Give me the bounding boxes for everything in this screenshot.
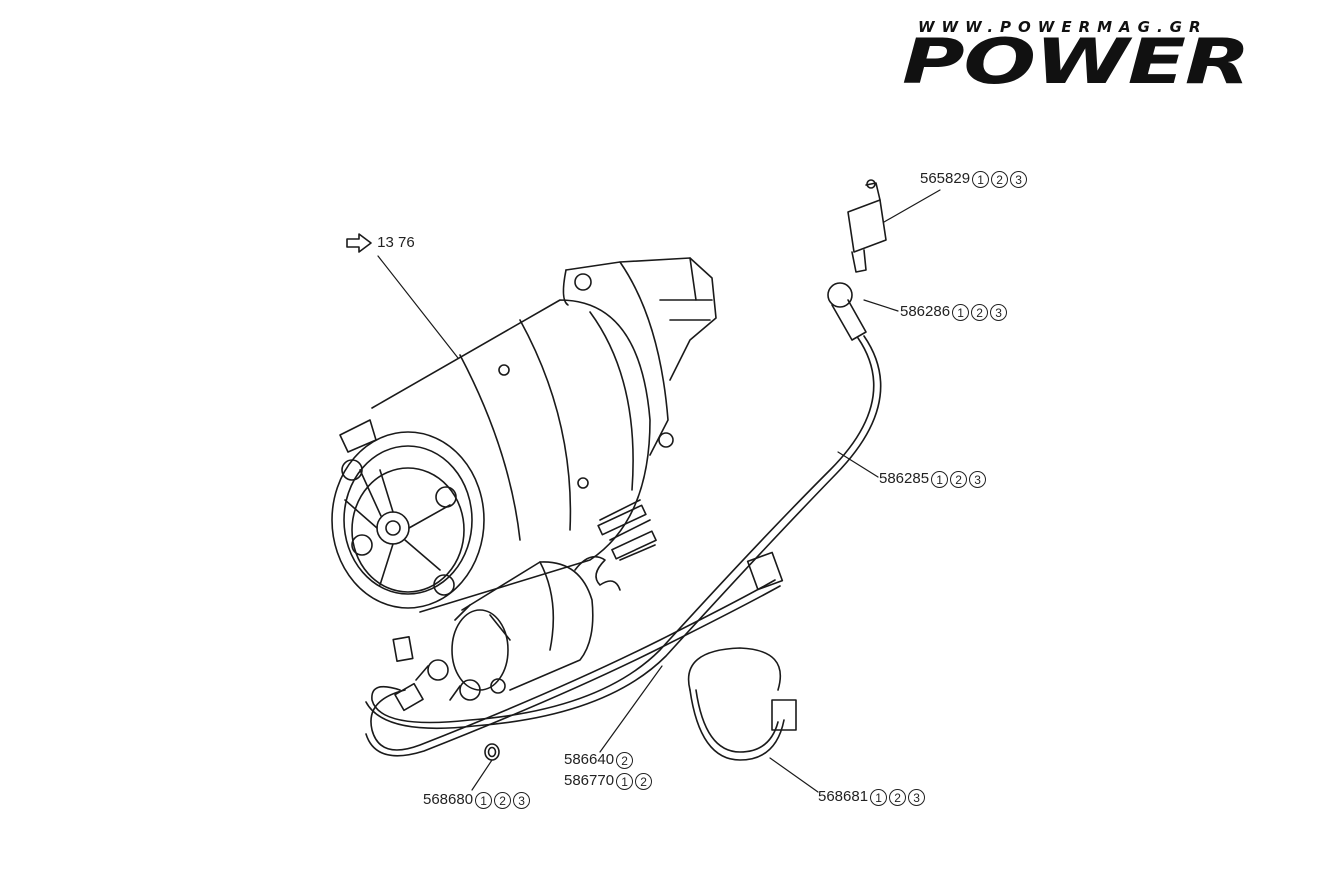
variant-badge: 2 [616,751,634,769]
o-ring [484,743,500,761]
variant-badge: 1 [475,791,493,809]
part-number: 565829 [920,170,971,187]
starter-motor [331,257,717,613]
variant-badge: 2 [950,470,968,488]
part-number: 586640 [564,751,615,768]
variant-badge: 1 [616,772,634,790]
variant-badge: 2 [635,772,653,790]
leader-lines [377,189,941,793]
pressure-switch [847,179,887,273]
ring-terminal [827,282,867,341]
variant-badge: 2 [889,788,907,806]
logo-brand: POWER [902,25,1251,98]
variant-badge: 3 [990,303,1008,321]
part-number: 568680 [423,791,474,808]
part-number: 586286 [900,303,951,320]
variant-badge: 1 [870,788,888,806]
variant-badge: 3 [969,470,987,488]
variant-badge: 1 [931,470,949,488]
variant-badge: 2 [494,791,512,809]
wiring-harness [365,551,784,757]
part-number: 586770 [564,772,615,789]
variant-badge: 2 [991,170,1009,188]
variant-badge: 3 [1010,170,1028,188]
wire-586285 [371,337,875,724]
reference-label: 13 76 [345,232,415,254]
part-number: 568681 [818,788,869,805]
variant-badge: 1 [972,170,990,188]
variant-badge: 3 [908,788,926,806]
variant-badge: 3 [513,791,531,809]
powermag-logo: WWW.POWERMAG.GR POWER [900,18,1310,98]
variant-badge: 2 [971,303,989,321]
arrow-right-outline-icon [346,233,372,253]
solenoid [415,499,657,701]
logo-url: WWW.POWERMAG.GR [918,18,1208,36]
variant-badge: 1 [952,303,970,321]
reference-text: 13 76 [377,233,415,251]
cable-tie [687,647,797,761]
part-number: 586285 [879,470,930,487]
